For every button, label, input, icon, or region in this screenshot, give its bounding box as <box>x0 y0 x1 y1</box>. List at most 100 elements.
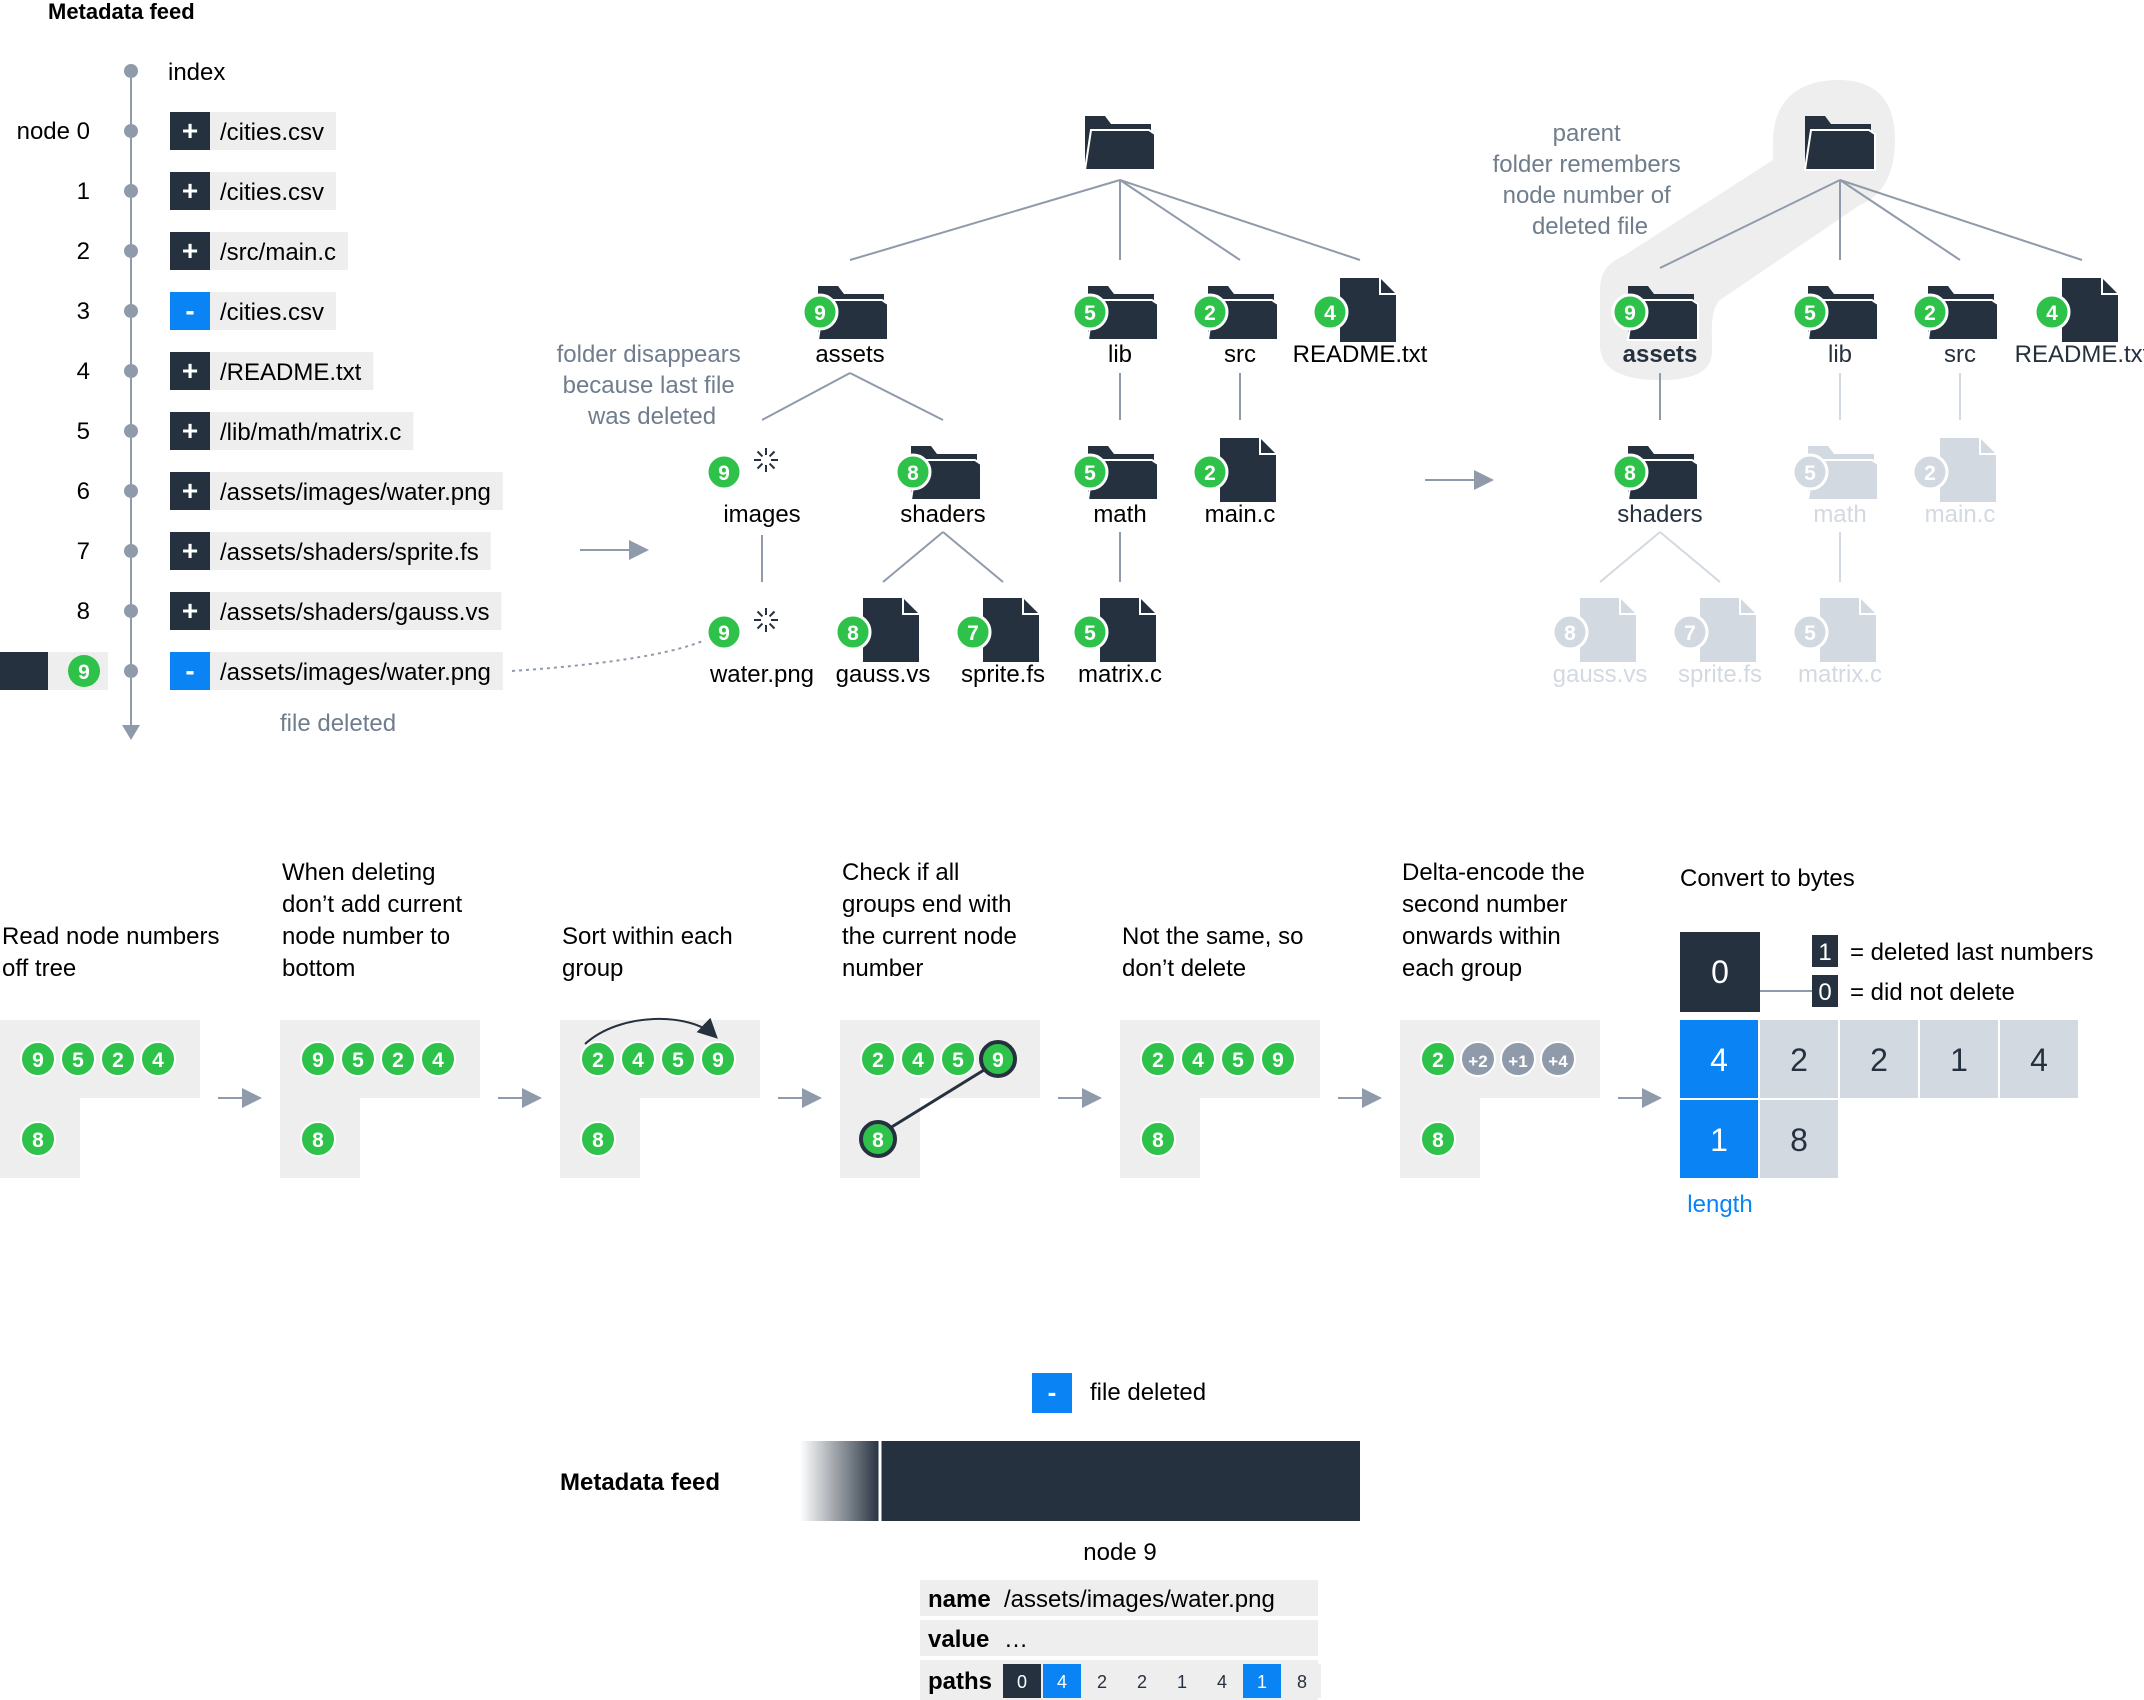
tree-node-label: matrix.c <box>1078 661 1162 688</box>
node-number-badge: 5 <box>1071 453 1109 491</box>
add-op-badge <box>170 232 210 270</box>
byte-value: 1 <box>1710 1122 1728 1158</box>
chip-value: 4 <box>1192 1049 1204 1072</box>
chip-value: +2 <box>1468 1052 1487 1071</box>
add-op-badge <box>170 172 210 210</box>
path-byte-value: 4 <box>1217 1672 1227 1692</box>
feed-row: 7+/assets/shaders/sprite.fs <box>77 532 491 570</box>
node-number-badge: 2 <box>1191 453 1229 491</box>
node-number-chip <box>1140 1121 1176 1157</box>
step-caption: node number to <box>282 923 450 950</box>
tree-node-label: src <box>1944 341 1976 368</box>
chip-value: 4 <box>432 1049 444 1072</box>
row-path: /cities.csv <box>220 119 324 146</box>
svg-text:8: 8 <box>907 462 919 485</box>
tree-before-deletion: folder disappears because last file was … <box>557 116 1428 688</box>
deleted-sparkle-icon <box>754 608 778 632</box>
node-number-badge: 7 <box>1671 613 1709 651</box>
timeline-dot <box>124 484 138 498</box>
node-number-chip <box>1460 1041 1496 1077</box>
svg-text:8: 8 <box>1624 462 1636 485</box>
step-caption: Delta-encode the <box>1402 859 1585 886</box>
row-path-bg <box>210 292 337 330</box>
add-op-badge <box>170 352 210 390</box>
node-number-badge: 9 <box>705 613 743 651</box>
tree-node-label: src <box>1224 341 1256 368</box>
legend-bit-text: = deleted last numbers <box>1850 939 2093 966</box>
row-number: 6 <box>77 478 90 505</box>
readme-txt-file-icon <box>2062 278 2118 342</box>
path-byte-cell <box>1003 1664 1041 1698</box>
add-op-badge <box>170 112 210 150</box>
row-path-bg <box>210 172 337 210</box>
path-byte-value: 4 <box>1057 1672 1067 1692</box>
legend-bit-value: 1 <box>1818 939 1831 966</box>
node-number-chip <box>100 1041 136 1077</box>
tree-node-label: gauss.vs <box>836 661 931 688</box>
path-byte-cell <box>1243 1664 1281 1698</box>
file-deleted-caption: file deleted <box>280 710 396 737</box>
main-c-file-icon <box>1940 438 1996 502</box>
node-number-chip <box>580 1121 616 1157</box>
add-op-badge <box>170 532 210 570</box>
node-number-badge: 8 <box>894 453 932 491</box>
chip-value: 5 <box>1232 1049 1244 1072</box>
node-number-badge: 5 <box>1791 293 1829 331</box>
legend-delete-text: file deleted <box>1090 1379 1206 1406</box>
row-number: 3 <box>77 298 90 325</box>
svg-text:5: 5 <box>1804 622 1816 645</box>
step-6: Delta-encode the second number onwards wit… <box>1400 859 1662 1178</box>
step-caption: onwards within <box>1402 923 1561 950</box>
feed-row: 3-/cities.csv <box>77 292 337 330</box>
current-node-number: 9 <box>78 661 90 684</box>
byte-value: 8 <box>1790 1122 1808 1158</box>
node-number-chip <box>979 1040 1017 1078</box>
row-path: /src/main.c <box>220 239 336 266</box>
legend-bit-cell <box>1812 935 1838 967</box>
src-folder-icon <box>1206 286 1279 341</box>
bytes-title: Convert to bytes <box>1680 865 1855 892</box>
tree-node-label: images <box>723 501 800 528</box>
tree-node-label: lib <box>1828 341 1852 368</box>
chip-value: 2 <box>592 1049 604 1072</box>
row-number: 2 <box>77 238 90 265</box>
root-folder-icon <box>1083 116 1156 171</box>
timeline-dot <box>124 424 138 438</box>
byte-value: 4 <box>1710 1042 1728 1078</box>
delete-op-badge <box>170 652 210 690</box>
step-caption: number <box>842 955 923 982</box>
step-caption: off tree <box>2 955 76 982</box>
tree-node-label: math <box>1813 501 1866 528</box>
chip-value: 8 <box>1432 1129 1444 1152</box>
node-number-chip <box>140 1041 176 1077</box>
step-caption: each group <box>1402 955 1522 982</box>
path-byte-value: 1 <box>1177 1672 1187 1692</box>
plus-icon: + <box>182 235 198 266</box>
svg-text:5: 5 <box>1804 302 1816 325</box>
chip-value: 9 <box>712 1049 724 1072</box>
svg-text:4: 4 <box>1324 302 1336 325</box>
path-byte-cell <box>1203 1664 1241 1698</box>
paths-key: paths <box>928 1668 992 1695</box>
feed-to-tree-connector <box>511 639 706 672</box>
svg-text:2: 2 <box>1924 462 1936 485</box>
chip-value: 8 <box>592 1129 604 1152</box>
row-path: /README.txt <box>220 359 362 386</box>
row-number: 5 <box>77 418 90 445</box>
timeline-dot <box>124 604 138 618</box>
node-number-chip <box>620 1041 656 1077</box>
row-number: node 0 <box>17 118 90 145</box>
plus-icon: + <box>182 115 198 146</box>
plus-icon: + <box>182 475 198 506</box>
path-byte-value: 2 <box>1137 1672 1147 1692</box>
chip-value: 8 <box>1152 1129 1164 1152</box>
byte-cell <box>1840 1020 1918 1098</box>
tree-after-deletion: parent folder remembers node number of d… <box>1493 80 2144 688</box>
feed-row: 1+/cities.csv <box>77 172 337 210</box>
length-label: length <box>1687 1191 1752 1218</box>
plus-icon: + <box>182 175 198 206</box>
root-folder-icon <box>1803 116 1876 171</box>
step-caption: second number <box>1402 891 1567 918</box>
node-number-badge: 8 <box>1611 453 1649 491</box>
